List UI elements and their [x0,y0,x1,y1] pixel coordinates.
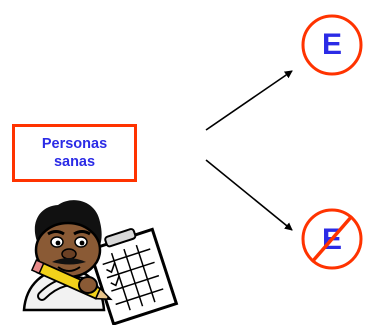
arrow-to-not-exposed [205,159,293,231]
source-label-line2: sanas [53,154,96,170]
person-writing-on-clipboard-icon [22,200,179,325]
not-exposed-strike [310,214,354,264]
healthy-persons-box: Personas sanas [12,124,137,182]
exposed-label: E [321,28,342,61]
exposed-circle [301,14,363,76]
arrow-to-exposed [205,70,293,131]
source-label-line1: Personas [41,136,108,152]
